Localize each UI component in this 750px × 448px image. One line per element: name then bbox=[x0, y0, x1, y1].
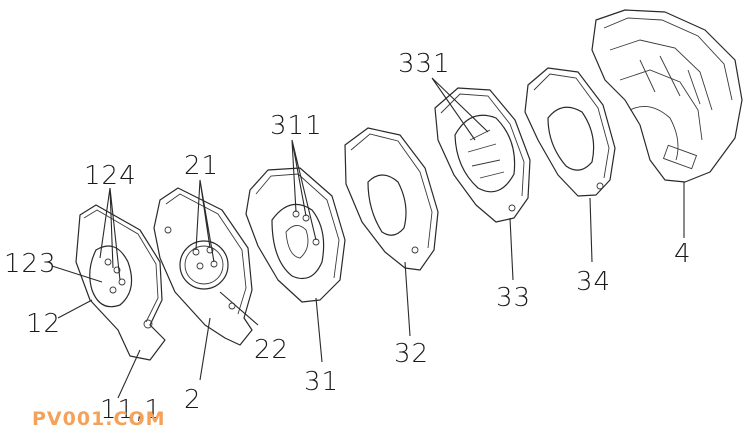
leader-33 bbox=[509, 217, 514, 281]
part-4-housing bbox=[591, 9, 743, 183]
leader-331 bbox=[431, 77, 489, 141]
callout-21: 21 bbox=[184, 151, 219, 181]
callout-32: 32 bbox=[394, 339, 429, 369]
callout-2: 2 bbox=[184, 385, 202, 415]
leader-31 bbox=[315, 297, 323, 363]
callout-33: 33 bbox=[496, 283, 531, 313]
leader-34 bbox=[589, 197, 593, 263]
leader-311 bbox=[291, 139, 317, 241]
leader-124 bbox=[99, 187, 121, 281]
callout-4: 4 bbox=[674, 239, 692, 269]
part-34-plate bbox=[524, 67, 616, 197]
callout-11-1: 11,1 bbox=[100, 395, 162, 425]
callout-311: 311 bbox=[270, 111, 323, 141]
callout-331: 331 bbox=[398, 49, 451, 79]
leader-22 bbox=[219, 291, 259, 326]
callout-124: 124 bbox=[84, 161, 137, 191]
callout-22: 22 bbox=[254, 335, 289, 365]
leader-11 bbox=[117, 349, 141, 399]
leader-12 bbox=[57, 299, 93, 319]
callout-labels: 124 123 12 11,1 21 2 22 311 31 32 331 33… bbox=[4, 49, 692, 425]
leader-32 bbox=[404, 261, 411, 337]
leader-lines bbox=[51, 77, 685, 399]
callout-31: 31 bbox=[304, 367, 339, 397]
callout-34: 34 bbox=[576, 267, 611, 297]
watermark-text: PV001.COM bbox=[32, 408, 166, 430]
callout-123: 123 bbox=[4, 249, 57, 279]
leader-2 bbox=[199, 317, 211, 381]
part-32-plate bbox=[344, 127, 439, 271]
part-31-plate bbox=[245, 167, 346, 303]
part-2-plate bbox=[153, 187, 253, 346]
leader-21 bbox=[195, 179, 215, 263]
part-12-plate bbox=[75, 204, 166, 361]
callout-12: 12 bbox=[26, 309, 61, 339]
part-33-plate bbox=[434, 87, 531, 223]
leader-123 bbox=[51, 265, 103, 283]
